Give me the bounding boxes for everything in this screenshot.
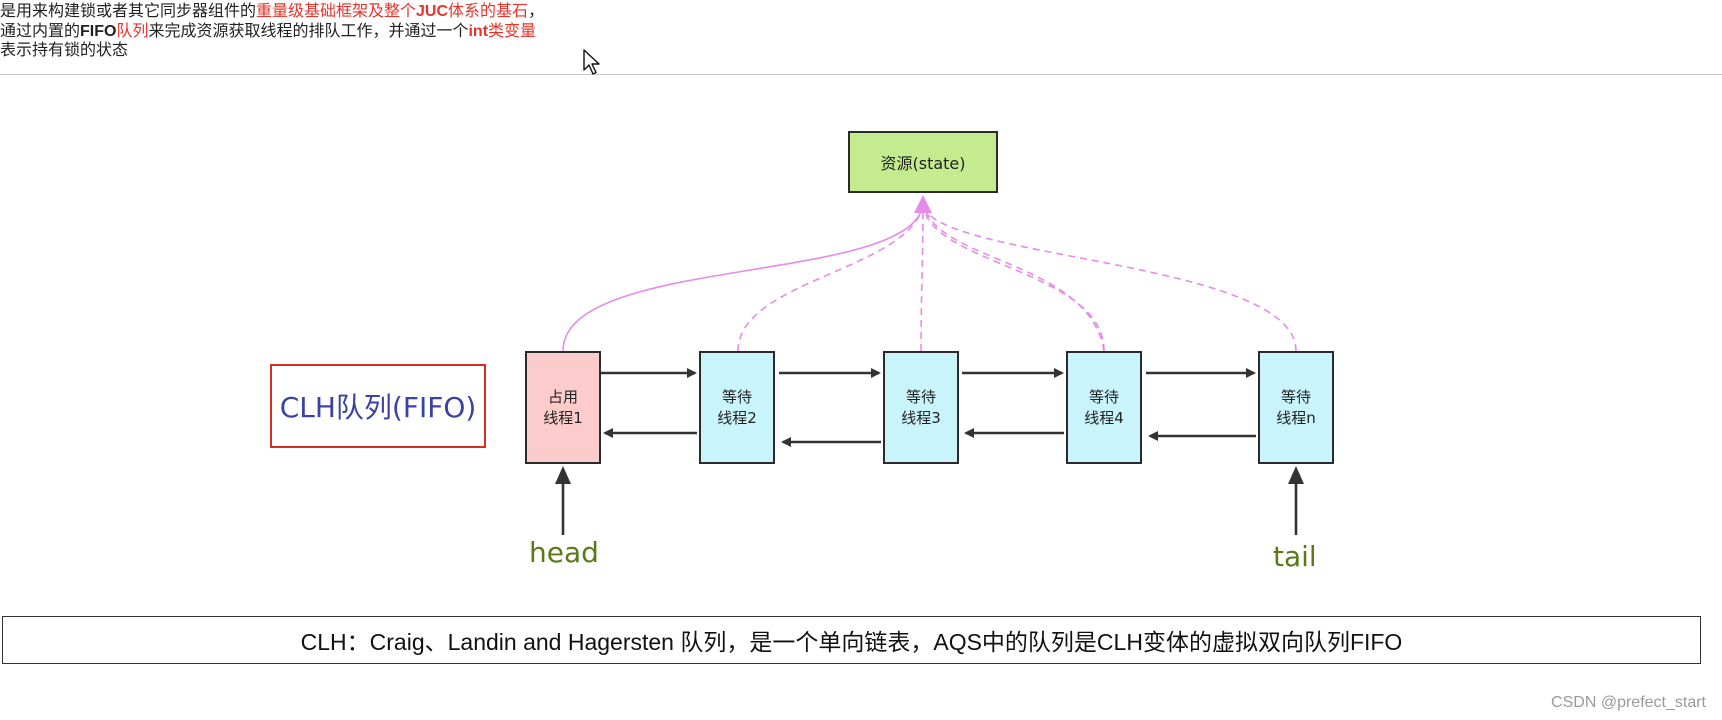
node-state-label: 等待: [1088, 387, 1119, 406]
resource-arrowhead: [914, 195, 932, 213]
head-arrowhead: [555, 466, 571, 484]
clh-description-box: CLH：Craig、Landin and Hagersten 队列，是一个单向链…: [2, 616, 1701, 664]
wait-curve-2: [737, 204, 924, 352]
queue-node-thread-3: 等待线程3: [883, 351, 959, 464]
intro-highlight: 类变量: [488, 20, 537, 40]
resource-state-box: 资源(state): [848, 131, 998, 193]
horizontal-divider: [0, 74, 1722, 75]
intro-text: 通过内置的: [0, 20, 81, 40]
intro-highlight-bold: int: [468, 22, 489, 40]
mouse-cursor-icon: [583, 49, 600, 75]
intro-highlight: 重量级基础框架及整个: [256, 1, 417, 20]
intro-line-3: 表示持有锁的状态: [0, 40, 129, 59]
wait-curve-n2: [924, 207, 1105, 352]
intro-text: ，: [528, 1, 545, 20]
node-thread-label: 线程1: [543, 408, 583, 427]
intro-text: 来完成资源获取线程的排队工作，并通过一个: [148, 20, 469, 40]
queue-node-thread-2: 等待线程2: [699, 351, 775, 464]
intro-line-2: 通过内置的FIFO队列来完成资源获取线程的排队工作，并通过一个int类变量: [0, 20, 760, 42]
node-thread-label: 线程2: [717, 408, 757, 427]
node-thread-label: 线程4: [1084, 408, 1124, 427]
tail-arrowhead: [1288, 466, 1304, 484]
resource-label: 资源(state): [880, 154, 966, 173]
intro-highlight: 队列: [116, 20, 149, 40]
node-thread-label: 线程n: [1276, 408, 1316, 427]
queue-node-thread-n: 等待线程n: [1258, 351, 1334, 464]
acquire-curve-1: [562, 204, 924, 352]
watermark: CSDN @prefect_start: [1551, 694, 1706, 711]
node-state-label: 等待: [905, 387, 936, 406]
clh-queue-label: CLH队列(FIFO): [279, 391, 477, 424]
intro-line-1: 是用来构建锁或者其它同步器组件的重量级基础框架及整个JUC体系的基石，: [0, 1, 760, 22]
wait-curve-4: [922, 204, 1105, 352]
node-state-label: 等待: [1280, 387, 1311, 406]
intro-bold-text: FIFO: [80, 22, 117, 40]
queue-node-thread-4: 等待线程4: [1066, 351, 1142, 464]
intro-text: 是用来构建锁或者其它同步器组件的: [0, 1, 257, 20]
node-state-label: 占用: [547, 387, 578, 406]
node-thread-label: 线程3: [901, 408, 941, 427]
tail-label: tail: [1273, 540, 1317, 573]
intro-highlight-bold: JUC: [416, 3, 449, 20]
clh-queue-label-box: CLH队列(FIFO): [270, 364, 486, 448]
queue-node-thread-1: 占用线程1: [525, 351, 601, 464]
node-state-label: 等待: [721, 387, 752, 406]
wait-curve-3: [920, 204, 924, 352]
intro-highlight: 体系的基石: [448, 1, 529, 20]
clh-description-text: CLH：Craig、Landin and Hagersten 队列，是一个单向链…: [300, 629, 1403, 655]
intro-paragraph: 是用来构建锁或者其它同步器组件的重量级基础框架及整个JUC体系的基石， 通过内置…: [0, 1, 760, 60]
wait-curve-n: [922, 204, 1297, 352]
head-label: head: [529, 536, 599, 569]
